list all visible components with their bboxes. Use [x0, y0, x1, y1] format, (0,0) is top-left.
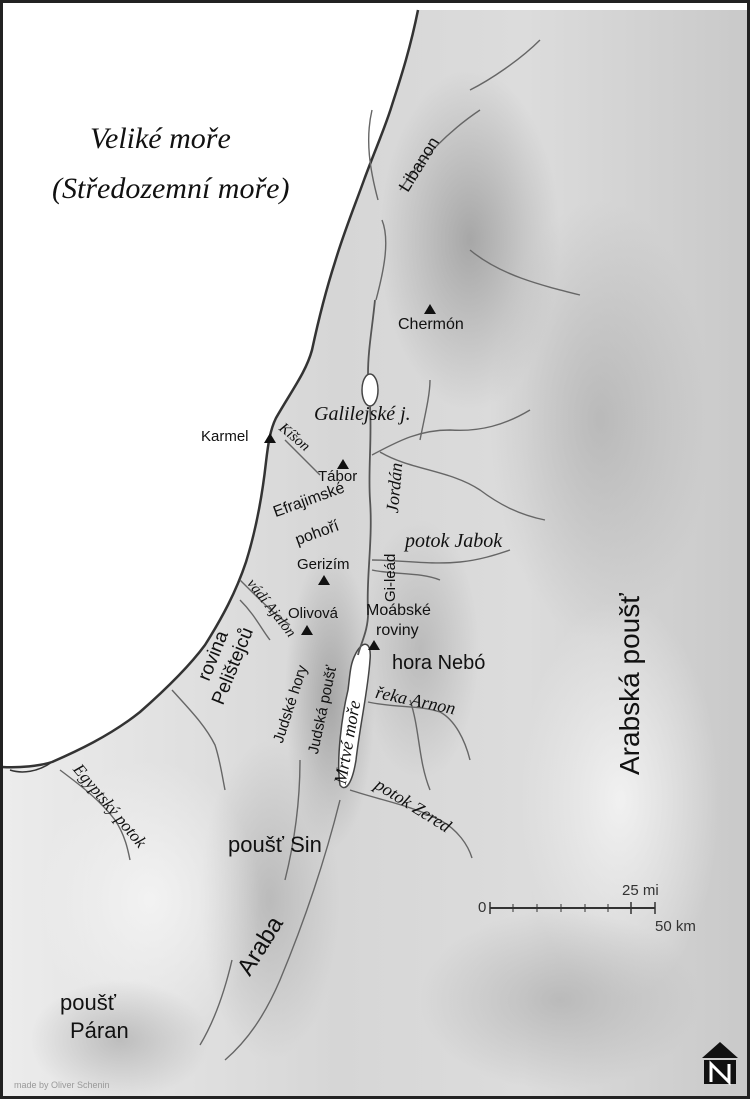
rivers: [59, 39, 581, 1061]
galilee-lake: [361, 373, 379, 407]
scale-miles: 25 mi: [622, 882, 659, 899]
scale-bar: [489, 902, 656, 914]
credit-text: made by Oliver Schenin: [14, 1080, 110, 1090]
label-chermon: Chermón: [398, 316, 464, 333]
scale-zero: 0: [478, 899, 487, 916]
label-gerizim: Gerizím: [297, 556, 350, 573]
coastline: [1, 9, 420, 769]
north-arrow-icon: [702, 1042, 738, 1086]
label-jordan: Jordán: [382, 461, 407, 514]
label-moab-2: roviny: [376, 622, 419, 639]
label-nebo: hora Nebó: [392, 652, 486, 674]
label-moab-1: Moábské: [366, 602, 431, 619]
mountain-peak-icon: [301, 625, 313, 635]
jordan-river: [357, 299, 376, 656]
label-karmel: Karmel: [201, 428, 249, 445]
label-poust-sin: poušť Sin: [228, 832, 322, 857]
mountain-peak-icon: [424, 304, 436, 314]
label-galilejske: Galilejské j.: [314, 403, 411, 425]
mountain-peak-icon: [337, 459, 349, 469]
label-olivova: Olivová: [288, 605, 339, 622]
dead-sea: [337, 643, 371, 789]
label-poust-paran-2: Páran: [70, 1018, 129, 1043]
sea-name: Veliké moře: [90, 122, 231, 155]
mountain-peak-icon: [264, 433, 276, 443]
label-jabok: potok Jabok: [405, 530, 503, 552]
label-poust-paran-1: poušť: [60, 990, 116, 1015]
label-gilead: Gi-leád: [382, 553, 399, 602]
label-arabska-poust: Arabská poušť: [614, 593, 645, 775]
mountain-peak-icon: [318, 575, 330, 585]
label-tabor: Tábor: [318, 468, 358, 485]
mountain-peak-icon: [368, 640, 380, 650]
scale-km: 50 km: [655, 918, 696, 935]
sea-alt-name: (Středozemní moře): [52, 172, 290, 205]
